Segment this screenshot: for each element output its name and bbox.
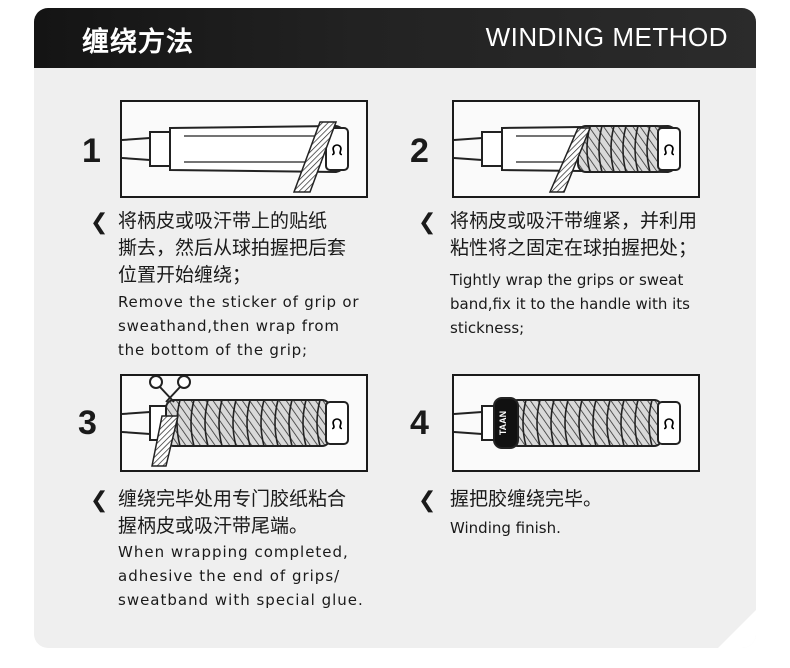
svg-text:ᙁ: ᙁ — [332, 416, 343, 432]
title-english: WINDING METHOD — [485, 22, 728, 52]
racket-handle-icon: TAAN ᙁ — [454, 397, 681, 449]
step-2-en-line: stickness; — [450, 319, 525, 337]
step-4-cn-line: 握把胶缠绕完毕。 — [450, 488, 603, 510]
step-3-text-cn: 缠绕完毕处用专门胶纸粘合 握柄皮或吸汗带尾端。 — [118, 486, 346, 540]
header-banner: 缠绕方法 WINDING METHOD — [34, 8, 756, 68]
step-4-text-cn: 握把胶缠绕完毕。 — [450, 486, 602, 513]
step-2-illustration: ᙁ — [452, 100, 700, 198]
racket-handle-icon: ᙁ — [454, 124, 682, 193]
racket-handle-icon: ᙁ — [122, 376, 349, 467]
svg-text:ᙁ: ᙁ — [332, 142, 343, 158]
svg-text:ᙁ: ᙁ — [664, 142, 675, 158]
step-3-text-en: When wrapping completed, adhesive the en… — [118, 540, 364, 612]
racket-handle-icon: ᙁ — [122, 121, 350, 193]
step-4-en-line: Winding finish. — [450, 519, 561, 537]
step-2-en-line: Tightly wrap the grips or sweat — [450, 271, 684, 289]
step-3-cn-line: 缠绕完毕处用专门胶纸粘合 — [118, 488, 347, 510]
step-1-illustration: ᙁ — [120, 100, 368, 198]
step-number-2: 2 — [410, 132, 429, 170]
step-2-cn-line: 粘性将之固定在球拍握把处； — [450, 237, 698, 259]
step-1-cn-line: 位置开始缠绕； — [118, 264, 252, 286]
step-1-en-line: the bottom of the grip; — [118, 341, 308, 359]
chevron-left-icon: ❮ — [418, 488, 437, 513]
step-2-text-cn: 将柄皮或吸汗带缠紧，并利用 粘性将之固定在球拍握把处； — [450, 208, 697, 262]
step-2-text-en: Tightly wrap the grips or sweat band,fix… — [450, 268, 690, 340]
step-3-en-line: sweatband with special glue. — [118, 591, 364, 609]
page-fold-corner — [718, 610, 756, 648]
scissors-icon — [149, 376, 191, 403]
instruction-card: 缠绕方法 WINDING METHOD 1 — [34, 8, 756, 648]
step-number-1: 1 — [82, 132, 101, 170]
step-number-4: 4 — [410, 404, 429, 442]
step-3-illustration: ᙁ — [120, 374, 368, 472]
step-number-3: 3 — [78, 404, 97, 442]
step-1-text-en: Remove the sticker of grip or sweathand,… — [118, 290, 359, 362]
step-3-en-line: When wrapping completed, — [118, 543, 349, 561]
step-2-en-line: band,fix it to the handle with its — [450, 295, 690, 313]
step-3-en-line: adhesive the end of grips/ — [118, 567, 341, 585]
step-4-illustration: TAAN ᙁ — [452, 374, 700, 472]
chevron-left-icon: ❮ — [90, 488, 109, 513]
step-1-text-cn: 将柄皮或吸汗带上的贴纸 撕去，然后从球拍握把后套 位置开始缠绕； — [118, 208, 346, 289]
step-1-cn-line: 将柄皮或吸汗带上的贴纸 — [118, 210, 328, 232]
step-1-en-line: sweathand,then wrap from — [118, 317, 340, 335]
svg-text:ᙁ: ᙁ — [664, 416, 675, 432]
chevron-left-icon: ❮ — [418, 210, 437, 235]
title-chinese: 缠绕方法 — [82, 27, 194, 58]
step-3-cn-line: 握柄皮或吸汗带尾端。 — [118, 515, 309, 537]
svg-text:TAAN: TAAN — [498, 411, 508, 435]
step-1-cn-line: 撕去，然后从球拍握把后套 — [118, 237, 347, 259]
step-4-text-en: Winding finish. — [450, 516, 561, 540]
chevron-left-icon: ❮ — [90, 210, 109, 235]
step-1-en-line: Remove the sticker of grip or — [118, 293, 360, 311]
step-2-cn-line: 将柄皮或吸汗带缠紧，并利用 — [450, 210, 698, 232]
